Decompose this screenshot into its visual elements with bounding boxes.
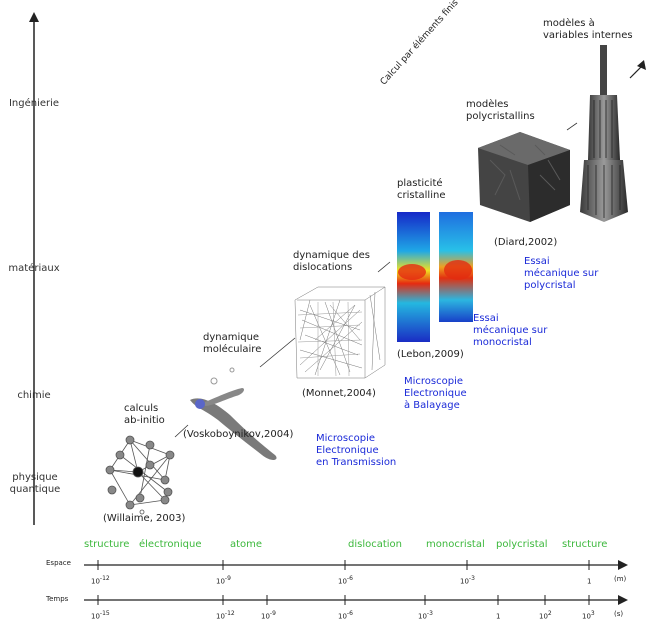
scale-label-structure-electronique-1: structure bbox=[84, 539, 130, 550]
dd-network-image bbox=[294, 286, 386, 379]
scale-label-dislocation: dislocation bbox=[348, 539, 403, 550]
time-tick-label: 103 bbox=[582, 610, 595, 621]
poly-test-label: Essai mécanique sur polycristal bbox=[524, 256, 599, 291]
polycrystal-cube-image bbox=[478, 132, 570, 222]
internal-variables-label: modèles à variables internes bbox=[543, 18, 633, 41]
meb-label: Microscopie Electronique à Balayage bbox=[404, 376, 467, 411]
time-axis bbox=[84, 595, 628, 605]
time-tick-label: 10-9 bbox=[261, 610, 276, 621]
tower-arrow bbox=[629, 60, 646, 79]
time-tick-label: 10-6 bbox=[338, 610, 353, 621]
ab-initio-reference: (Willaime, 2003) bbox=[103, 513, 186, 524]
cp-reference: (Lebon,2009) bbox=[397, 349, 464, 360]
poly-reference: (Diard,2002) bbox=[494, 237, 558, 248]
space-tick-label: 10-3 bbox=[460, 575, 475, 586]
space-tick-label: 1 bbox=[587, 577, 592, 586]
dd-reference: (Monnet,2004) bbox=[302, 388, 376, 399]
space-axis bbox=[84, 560, 628, 570]
time-tick-label: 1 bbox=[496, 612, 501, 621]
level-label-ingenierie: Ingénierie bbox=[8, 98, 60, 109]
time-tick-label: 10-12 bbox=[216, 610, 235, 621]
space-axis-unit: (m) bbox=[614, 575, 627, 583]
ab-initio-cluster-image bbox=[105, 435, 175, 515]
level-axis bbox=[29, 12, 39, 525]
cp-label: plasticité cristalline bbox=[397, 178, 446, 201]
time-tick-label: 102 bbox=[539, 610, 552, 621]
space-tick-label: 10-12 bbox=[91, 575, 110, 586]
scale-label-polycristal: polycristal bbox=[496, 539, 548, 550]
space-axis-name: Espace bbox=[46, 559, 71, 567]
time-axis-name: Temps bbox=[46, 595, 69, 603]
scale-label-atome: atome bbox=[230, 539, 263, 550]
scale-label-structure-electronique-2: électronique bbox=[139, 539, 202, 550]
crystal-plasticity-maps bbox=[397, 212, 473, 342]
poly-label: modèles polycristallins bbox=[466, 99, 535, 122]
dd-label: dynamique des dislocations bbox=[293, 250, 370, 273]
level-label-chimie: chimie bbox=[17, 390, 51, 401]
scale-label-structure: structure bbox=[562, 539, 608, 550]
time-tick-label: 10-15 bbox=[91, 610, 110, 621]
time-tick-label: 10-3 bbox=[418, 610, 433, 621]
met-label: Microscopie Electronique en Transmission bbox=[316, 433, 397, 468]
space-tick-label: 10-6 bbox=[338, 575, 353, 586]
space-tick-label: 10-9 bbox=[216, 575, 231, 586]
mono-test-label: Essai mécanique sur monocristal bbox=[473, 313, 548, 348]
tower-model-image bbox=[580, 45, 628, 222]
level-label-materiaux: matériaux bbox=[8, 263, 60, 274]
md-reference: (Voskoboynikov,2004) bbox=[183, 429, 294, 440]
md-label: dynamique moléculaire bbox=[203, 332, 262, 355]
scale-label-monocristal: monocristal bbox=[426, 539, 485, 550]
time-axis-unit: (s) bbox=[614, 610, 624, 618]
level-label-physique-quantique: physique quantique bbox=[9, 472, 61, 495]
ab-initio-label: calculs ab-initio bbox=[124, 403, 165, 426]
md-cascade-image bbox=[190, 367, 277, 460]
